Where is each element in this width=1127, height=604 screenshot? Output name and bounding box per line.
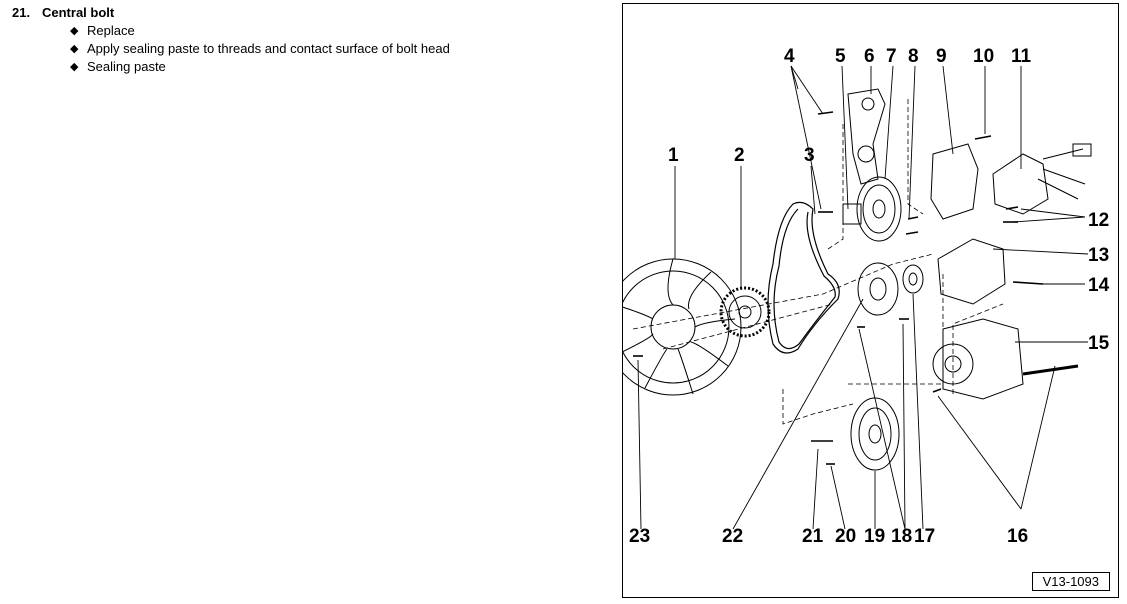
item-number: 21.: [12, 5, 31, 20]
bullet-text: Sealing paste: [87, 59, 166, 74]
callout-12: 12: [1088, 210, 1109, 231]
callout-13: 13: [1088, 245, 1109, 266]
callout-20: 20: [835, 526, 856, 547]
bullet-item: ◆ Apply sealing paste to threads and cont…: [70, 40, 572, 58]
callout-3: 3: [804, 145, 815, 166]
callout-17: 17: [914, 526, 935, 547]
part-alternator: [932, 318, 1024, 400]
exploded-view-drawing: 1 2 3 4 5 6 7 8 9 10 11 12 13 14 15 16 1…: [623, 46, 1110, 547]
part-idler-pulley: [857, 262, 899, 316]
item-title: Central bolt: [42, 5, 115, 20]
part-small-bolts: [633, 111, 1044, 465]
part-fan: [623, 258, 742, 396]
callout-10: 10: [973, 46, 994, 67]
part-poly-v-belt: [767, 201, 840, 354]
callout-11: 11: [1011, 46, 1032, 67]
bullet-item: ◆ Sealing paste: [70, 58, 572, 76]
callout-1: 1: [668, 145, 679, 166]
callout-6: 6: [864, 46, 875, 67]
part-crankshaft-pulley: [850, 397, 900, 471]
part-bracket-5: [842, 203, 862, 225]
instruction-block: 21. Central bolt ◆ Replace ◆ Apply sealing …: [12, 4, 572, 76]
diamond-bullet-icon: ◆: [70, 61, 79, 73]
part-pulley-7: [856, 176, 902, 242]
callout-4: 4: [784, 46, 795, 67]
callout-2: 2: [734, 145, 745, 166]
part-tensioner: [847, 88, 886, 185]
callout-labels: 1 2 3 4 5 6 7 8 9 10 11 12 13 14 15 16 1…: [629, 46, 1110, 547]
callout-23: 23: [629, 526, 650, 547]
part-long-bolt: [1022, 364, 1079, 376]
callout-7: 7: [886, 46, 897, 67]
item-heading: 21. Central bolt: [12, 4, 572, 22]
part-bracket-13: [937, 238, 1006, 305]
part-bracket-9: [930, 143, 979, 220]
part-viscous-coupling: [719, 286, 771, 338]
bullet-text: Apply sealing paste to threads and conta…: [87, 41, 450, 56]
callout-8: 8: [908, 46, 919, 67]
bullet-item: ◆ Replace: [70, 22, 572, 40]
callout-leader-lines: [637, 65, 1089, 530]
diamond-bullet-icon: ◆: [70, 43, 79, 55]
callout-21: 21: [802, 526, 824, 547]
callout-16: 16: [1007, 526, 1028, 547]
diamond-bullet-icon: ◆: [70, 25, 79, 37]
callout-19: 19: [864, 526, 885, 547]
callout-22: 22: [722, 526, 743, 547]
callout-9: 9: [936, 46, 947, 67]
callout-18: 18: [891, 526, 912, 547]
callout-15: 15: [1088, 333, 1110, 354]
bullet-list: ◆ Replace ◆ Apply sealing paste to threads…: [12, 22, 572, 76]
callout-14: 14: [1088, 275, 1110, 296]
callout-5: 5: [835, 46, 846, 67]
bullet-text: Replace: [87, 23, 135, 38]
figure-id: V13-1093: [1031, 572, 1110, 591]
exploded-view-figure: 1 2 3 4 5 6 7 8 9 10 11 12 13 14 15 16 1…: [622, 3, 1119, 598]
part-power-steering-pump: [992, 143, 1092, 215]
part-coolant-pump: [902, 264, 924, 294]
